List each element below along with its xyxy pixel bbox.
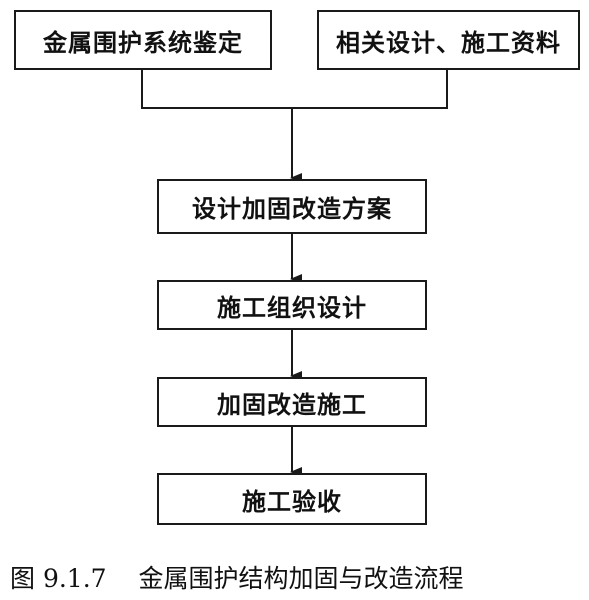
step-label: 施工组织设计 bbox=[217, 293, 367, 322]
design-docs-box: 相关设计、施工资料 bbox=[317, 10, 580, 70]
assessment-box: 金属围护系统鉴定 bbox=[14, 10, 272, 70]
step-box-acceptance: 施工验收 bbox=[157, 473, 427, 525]
step-label: 设计加固改造方案 bbox=[192, 195, 392, 223]
step-label: 加固改造施工 bbox=[217, 390, 367, 419]
assessment-label: 金属围护系统鉴定 bbox=[43, 28, 243, 57]
figure-title: 金属围护结构加固与改造流程 bbox=[138, 564, 464, 593]
step-box-construction-organization: 施工组织设计 bbox=[157, 280, 427, 330]
step-box-reinforcement-construction: 加固改造施工 bbox=[157, 377, 427, 427]
figure-caption: 图 9.1.7 金属围护结构加固与改造流程 bbox=[10, 559, 464, 595]
step-label: 施工验收 bbox=[242, 487, 342, 516]
step-box-design-plan: 设计加固改造方案 bbox=[157, 179, 427, 234]
figure-number: 图 9.1.7 bbox=[10, 564, 107, 593]
design-docs-label: 相关设计、施工资料 bbox=[336, 28, 561, 57]
